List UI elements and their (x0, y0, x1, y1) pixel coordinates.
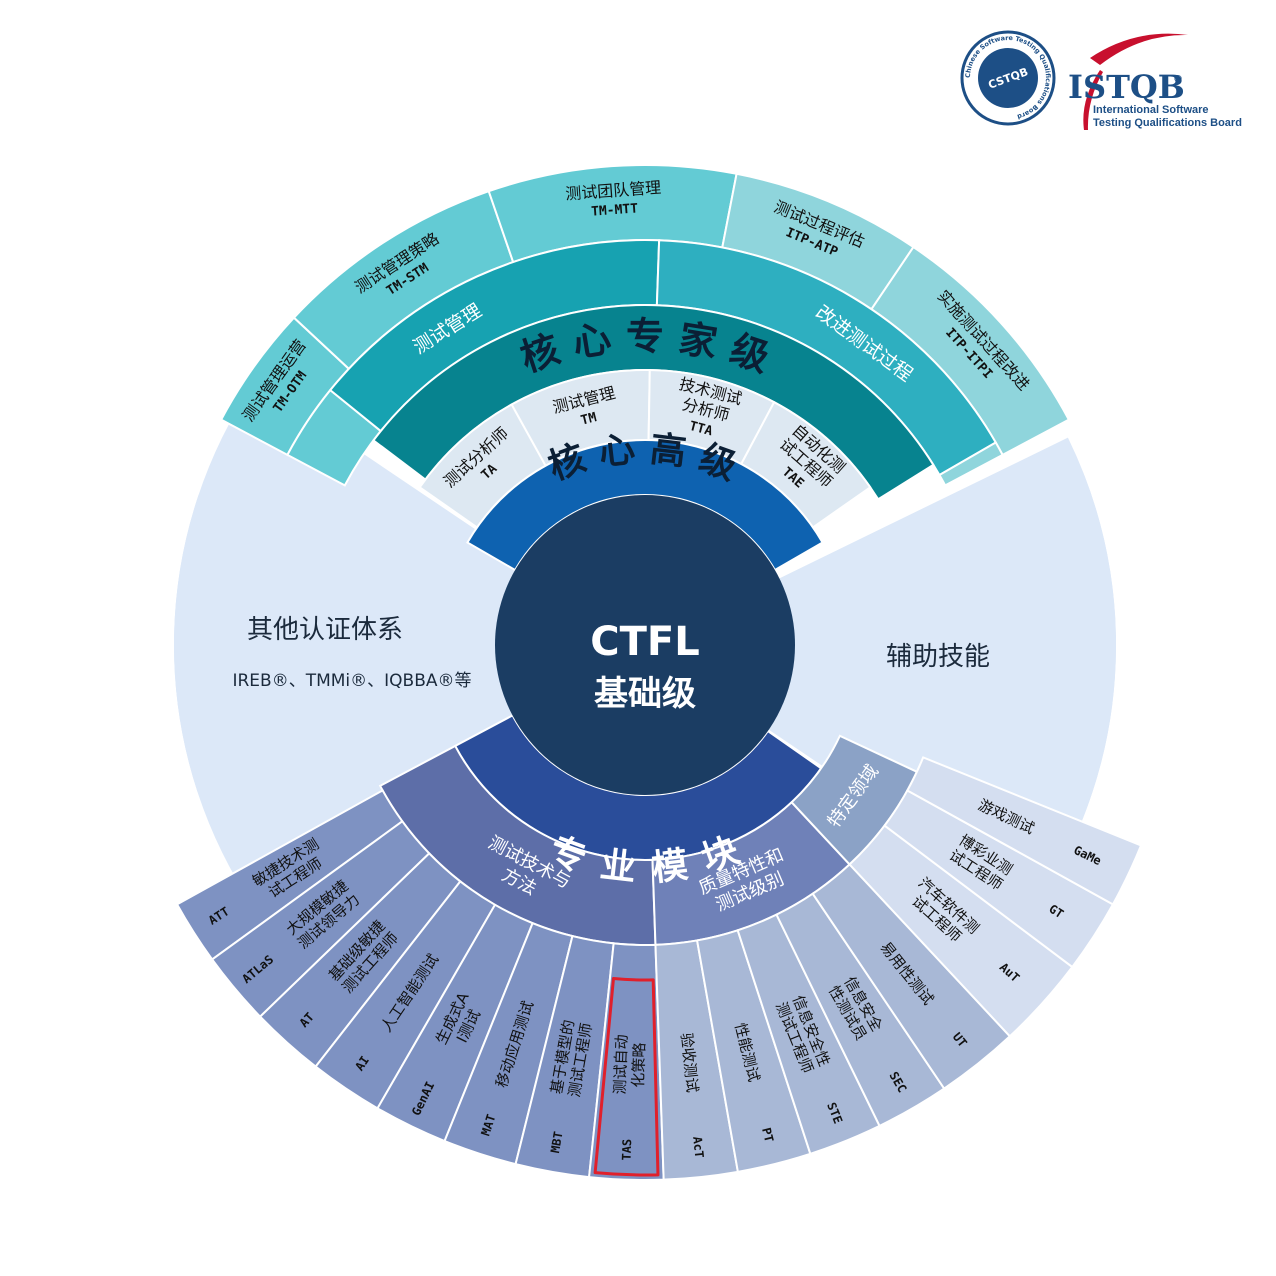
specialist-item-atlas (210, 819, 431, 1019)
specialist-item-name: 化策略 (629, 1042, 649, 1088)
specialist-item-genai (376, 903, 534, 1143)
specialist-item-code: PT (759, 1126, 776, 1143)
specialist-item-code: TAS (620, 1139, 635, 1161)
logos: Chinese Software Testing Qualifications … (960, 30, 1242, 130)
wheel-sectors (174, 164, 1143, 1181)
expert-item-itp-itpi-inner (938, 441, 1004, 487)
specialist-item-code-gt: GT (1046, 902, 1066, 922)
istqb-logo-icon: ISTQB ® International Software Testing Q… (1068, 33, 1242, 130)
other-certifications-title: 其他认证体系 (247, 615, 403, 645)
highlight-frame-tas (593, 977, 660, 1177)
advanced-item-code: TTA (688, 419, 715, 439)
specialist-item-code: AcT (690, 1136, 706, 1159)
specialist-item-ai (314, 879, 497, 1110)
specialist-item-gt (883, 789, 1115, 969)
specialist-item-att (175, 789, 404, 961)
specialist-item-code-act: AcT (690, 1136, 706, 1159)
specialist-item-mat (443, 921, 574, 1166)
specialist-item-sec (775, 892, 946, 1128)
specialist-item-game (906, 756, 1143, 906)
specialist-item-code: GT (1046, 902, 1066, 922)
specialist-item-code: MBT (548, 1130, 566, 1154)
expert-item-code: TM-MTT (591, 201, 639, 219)
specialist-item-mbt (514, 934, 615, 1179)
specialist-item-aut (848, 824, 1074, 1038)
specialist-item-name: 测试自动 (611, 1034, 631, 1095)
cstqb-logo-icon: Chinese Software Testing Qualifications … (960, 30, 1056, 126)
specialist-item-pt (695, 929, 812, 1174)
svg-text:ISTQB: ISTQB (1068, 68, 1185, 106)
auxiliary-skills-title: 辅助技能 (886, 642, 990, 672)
other-certifications-panel-fill (174, 380, 647, 882)
svg-text:Testing Qualifications Board: Testing Qualifications Board (1093, 117, 1242, 129)
ctfl-subtitle: 基础级 (594, 674, 696, 714)
svg-text:®: ® (1173, 74, 1183, 85)
specialist-item-code-mbt: MBT (548, 1130, 566, 1154)
ctfl-title: CTFL (590, 619, 699, 665)
specialist-item-code-pt: PT (759, 1126, 776, 1143)
specialist-item-code: MAT (478, 1113, 498, 1138)
specialist-item-at (258, 851, 462, 1068)
specialist-item-tas (587, 942, 665, 1181)
specialist-item-code: AI (352, 1053, 372, 1073)
other-certifications-list: IREB®、TMMi®、IQBBA®等 (232, 671, 471, 691)
advanced-item-code: TM (579, 410, 598, 428)
specialist-item-act (654, 939, 740, 1181)
svg-text:International Software: International Software (1093, 104, 1209, 116)
specialist-item-code-mat: MAT (478, 1113, 498, 1138)
specialist-item-code-tas: TAS (620, 1139, 635, 1161)
specialist-item-ste (736, 913, 881, 1156)
specialist-item-code-ai: AI (352, 1053, 372, 1073)
ctfl-center-circle (495, 495, 795, 795)
specialist-item-ut (811, 862, 1012, 1090)
